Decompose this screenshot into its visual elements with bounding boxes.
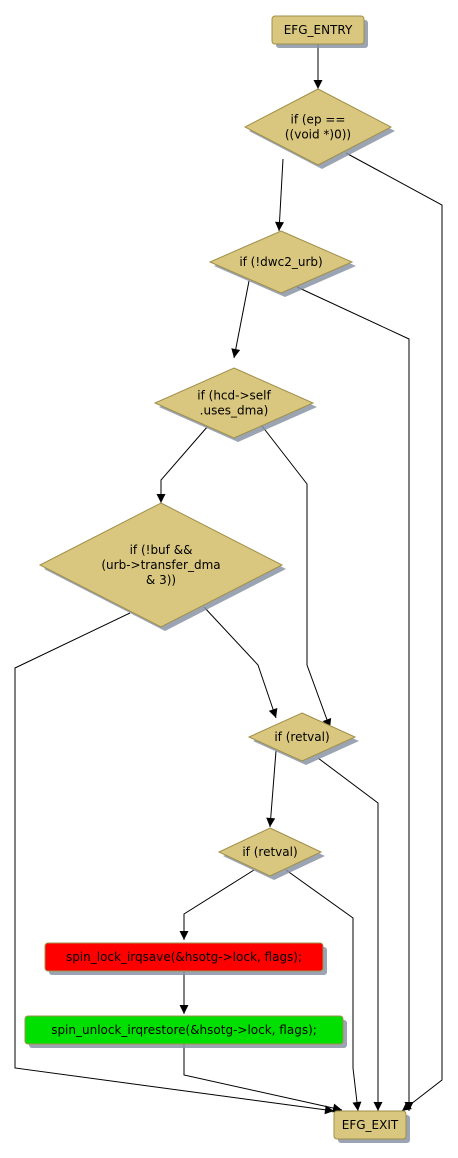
arrowhead [275,221,284,231]
node-label: if (hcd->self [197,389,271,403]
arrowhead [179,931,189,940]
edge-line [233,280,250,359]
node-label: EFG_ENTRY [284,23,353,37]
arrowhead [404,1102,414,1111]
node-label: .uses_dma) [200,404,269,418]
node-label: EFG_EXIT [342,1118,399,1132]
decision-diamond [217,827,323,877]
edge-lock-to-unlock [179,971,189,1014]
node-label: if (retval) [242,845,297,859]
edge-cond-buf-to-cond-retval1 [203,606,278,719]
edge-line [203,606,277,719]
process-box [333,1110,407,1140]
decision-diamond [153,367,315,439]
node-cond-retval2[interactable]: if (retval) [217,827,325,880]
node-exit[interactable]: EFG_EXIT [333,1110,410,1143]
edge-line [183,1044,343,1111]
process-box [271,15,365,45]
edge-cond-urb-to-exit [296,286,414,1111]
decision-diamond [38,502,284,628]
node-label: if (retval) [274,730,329,744]
node-lock[interactable]: spin_lock_irqsave(&hsotg->lock, flags); [44,942,327,975]
decision-diamond [208,230,354,294]
edge-cond-retval2-to-exit [285,869,362,1112]
node-cond-retval1[interactable]: if (retval) [247,712,359,765]
arrowhead [352,1101,362,1111]
arrowhead [231,348,241,358]
edge-cond-retval2-to-lock [179,869,255,940]
arrowhead [268,708,278,718]
edge-cond-dma-to-cond-retval1 [261,425,332,729]
node-label: if (!buf && [130,543,193,557]
node-label: & 3)) [146,573,176,587]
node-label: spin_lock_irqsave(&hsotg->lock, flags); [66,950,302,964]
arrowhead [373,1102,383,1111]
edge-entry-to-cond-ep [313,44,323,89]
edge-line [296,286,410,1111]
edge-line [14,612,335,1112]
arrowhead [266,817,276,827]
arrowhead [156,494,166,503]
edge-cond-urb-to-cond-dma [231,280,250,359]
node-cond-dma[interactable]: if (hcd->self.uses_dma) [153,367,317,442]
edge-line [160,425,209,503]
node-cond-urb[interactable]: if (!dwc2_urb) [208,230,356,297]
process-box [24,1015,344,1045]
edge-line [317,757,379,1111]
edge-cond-retval1-to-cond-retval2 [266,750,277,828]
decision-diamond [243,88,393,166]
edge-line [183,869,255,940]
edge-line [285,869,359,1112]
node-label: spin_unlock_irqrestore(&hsotg->lock, fla… [51,1023,317,1037]
process-box [44,942,324,972]
arrowhead [324,1105,334,1115]
node-label: if (ep == [291,113,346,127]
edge-line [345,152,443,1112]
node-cond-ep[interactable]: if (ep ==((void *)0)) [243,88,395,169]
edge-cond-ep-to-exit [345,152,443,1112]
edge-unlock-to-exit [183,1044,343,1113]
edge-line [261,425,331,729]
node-label: ((void *)0)) [285,128,351,142]
arrowhead [332,1103,342,1113]
edge-cond-ep-to-cond-urb [275,158,284,232]
node-cond-buf[interactable]: if (!buf &&(urb->transfer_dma& 3)) [38,502,286,631]
arrowhead [179,1005,189,1014]
edge-line [278,158,284,232]
edge-cond-retval1-to-exit [317,757,383,1111]
node-label: if (!dwc2_urb) [239,255,322,269]
node-label: (urb->transfer_dma [101,558,220,572]
edge-cond-dma-to-cond-buf [156,425,209,503]
node-unlock[interactable]: spin_unlock_irqrestore(&hsotg->lock, fla… [24,1015,347,1048]
arrowhead [313,80,323,89]
edge-line [269,750,277,828]
edge-cond-buf-to-exit [14,612,335,1115]
node-entry[interactable]: EFG_ENTRY [271,15,368,48]
decision-diamond [247,712,357,762]
